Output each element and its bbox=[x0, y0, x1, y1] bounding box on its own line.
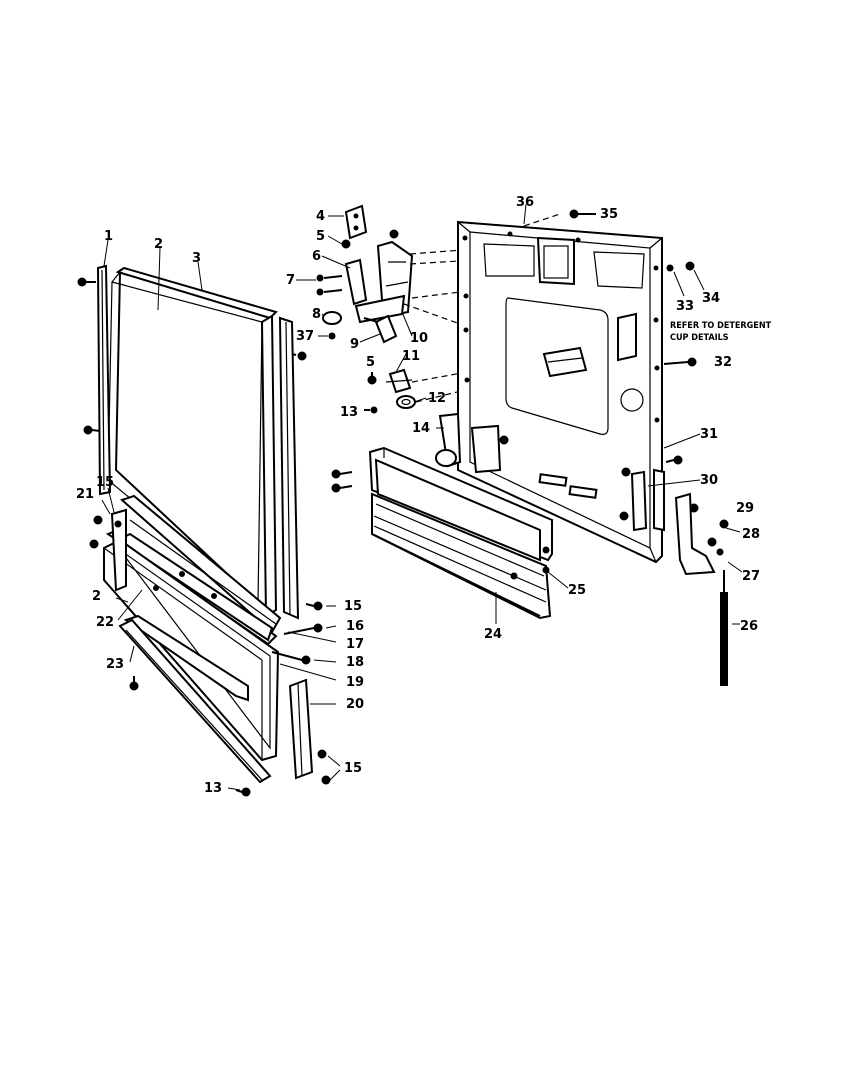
screw-icon bbox=[663, 357, 697, 367]
screw-icon bbox=[328, 332, 336, 340]
callout-29: 29 bbox=[736, 501, 754, 516]
callout-5: 5 bbox=[316, 229, 325, 244]
callout-1: 1 bbox=[104, 229, 113, 244]
callout-15b: 15 bbox=[344, 599, 362, 614]
screw-icon bbox=[341, 239, 351, 249]
callout-37: 37 bbox=[296, 329, 314, 344]
callout-18: 18 bbox=[346, 655, 364, 670]
callout-13: 13 bbox=[340, 405, 358, 420]
callout-2b: 2 bbox=[92, 589, 101, 604]
callout-4: 4 bbox=[316, 209, 325, 224]
screw-icon bbox=[305, 601, 323, 611]
callout-5b: 5 bbox=[366, 355, 375, 370]
screw-icon bbox=[666, 264, 674, 272]
callout-17: 17 bbox=[346, 637, 364, 652]
right-side-trim bbox=[278, 316, 300, 620]
callout-33: 33 bbox=[676, 299, 694, 314]
side-bracket bbox=[288, 678, 314, 780]
callout-labels: 1 2 3 4 5 6 7 8 37 9 10 11 5 12 13 14 36… bbox=[76, 195, 772, 796]
screw-icon bbox=[317, 749, 327, 759]
screw-icon bbox=[569, 209, 596, 219]
screw-icon bbox=[321, 775, 331, 785]
screw-icon bbox=[83, 425, 101, 435]
hinge-washer bbox=[322, 311, 342, 325]
callout-14: 14 bbox=[412, 421, 430, 436]
door-trim-strip bbox=[115, 266, 278, 618]
screw-icon bbox=[316, 274, 343, 282]
callout-24: 24 bbox=[484, 627, 502, 642]
door-latch-plate bbox=[344, 204, 368, 240]
latch-arm bbox=[363, 314, 398, 344]
leader-lines bbox=[101, 203, 743, 791]
screw-icon bbox=[331, 483, 353, 493]
callout-11: 11 bbox=[402, 349, 420, 364]
hinge-bracket bbox=[344, 229, 414, 324]
callout-27: 27 bbox=[742, 569, 760, 584]
callout-15c: 15 bbox=[344, 761, 362, 776]
callout-15a: 15 bbox=[96, 475, 114, 490]
screw-icon bbox=[316, 288, 343, 296]
screw-icon bbox=[331, 469, 353, 479]
screw-icon bbox=[685, 261, 695, 271]
callout-3: 3 bbox=[192, 251, 201, 266]
callout-36: 36 bbox=[516, 195, 534, 210]
callout-8: 8 bbox=[312, 307, 321, 322]
screw-icon bbox=[367, 372, 377, 385]
screw-icon bbox=[719, 519, 729, 529]
callout-9: 9 bbox=[350, 337, 359, 352]
callout-25: 25 bbox=[568, 583, 586, 598]
screw-icon bbox=[129, 676, 139, 691]
spring-washer bbox=[396, 395, 416, 409]
spring-clip bbox=[385, 368, 413, 394]
screw-icon bbox=[364, 406, 378, 414]
callout-12: 12 bbox=[428, 391, 446, 406]
callout-30: 30 bbox=[700, 473, 718, 488]
callout-16: 16 bbox=[346, 619, 364, 634]
screw-icon bbox=[283, 623, 323, 635]
callout-13b: 13 bbox=[204, 781, 222, 796]
screw-icon bbox=[235, 787, 251, 797]
callout-21: 21 bbox=[76, 487, 94, 502]
callout-2: 2 bbox=[154, 237, 163, 252]
callout-28: 28 bbox=[742, 527, 760, 542]
detergent-cup-note-line1: REFER TO DETERGENT bbox=[670, 321, 772, 331]
callout-35: 35 bbox=[600, 207, 618, 222]
callout-6: 6 bbox=[312, 249, 321, 264]
detergent-cup-note-line2: CUP DETAILS bbox=[670, 333, 729, 343]
kick-plate bbox=[118, 614, 272, 784]
callout-19: 19 bbox=[346, 675, 364, 690]
screw-icon bbox=[665, 455, 683, 465]
spring-bracket bbox=[674, 492, 724, 576]
inner-door-liner bbox=[457, 220, 663, 564]
door-spring bbox=[720, 570, 728, 686]
callout-26: 26 bbox=[740, 619, 758, 634]
callout-34: 34 bbox=[702, 291, 720, 306]
screw-icon bbox=[77, 277, 96, 287]
callout-32: 32 bbox=[714, 355, 732, 370]
callout-31: 31 bbox=[700, 427, 718, 442]
left-side-trim bbox=[96, 264, 112, 496]
control-panel-assembly bbox=[368, 446, 553, 620]
screw-icon bbox=[271, 651, 311, 665]
callout-23: 23 bbox=[106, 657, 124, 672]
callout-7: 7 bbox=[286, 273, 295, 288]
hinge-arm bbox=[435, 412, 502, 474]
callout-10: 10 bbox=[410, 331, 428, 346]
callout-20: 20 bbox=[346, 697, 364, 712]
corner-bracket bbox=[89, 508, 127, 592]
screw-icon bbox=[291, 351, 307, 361]
callout-22: 22 bbox=[96, 615, 114, 630]
